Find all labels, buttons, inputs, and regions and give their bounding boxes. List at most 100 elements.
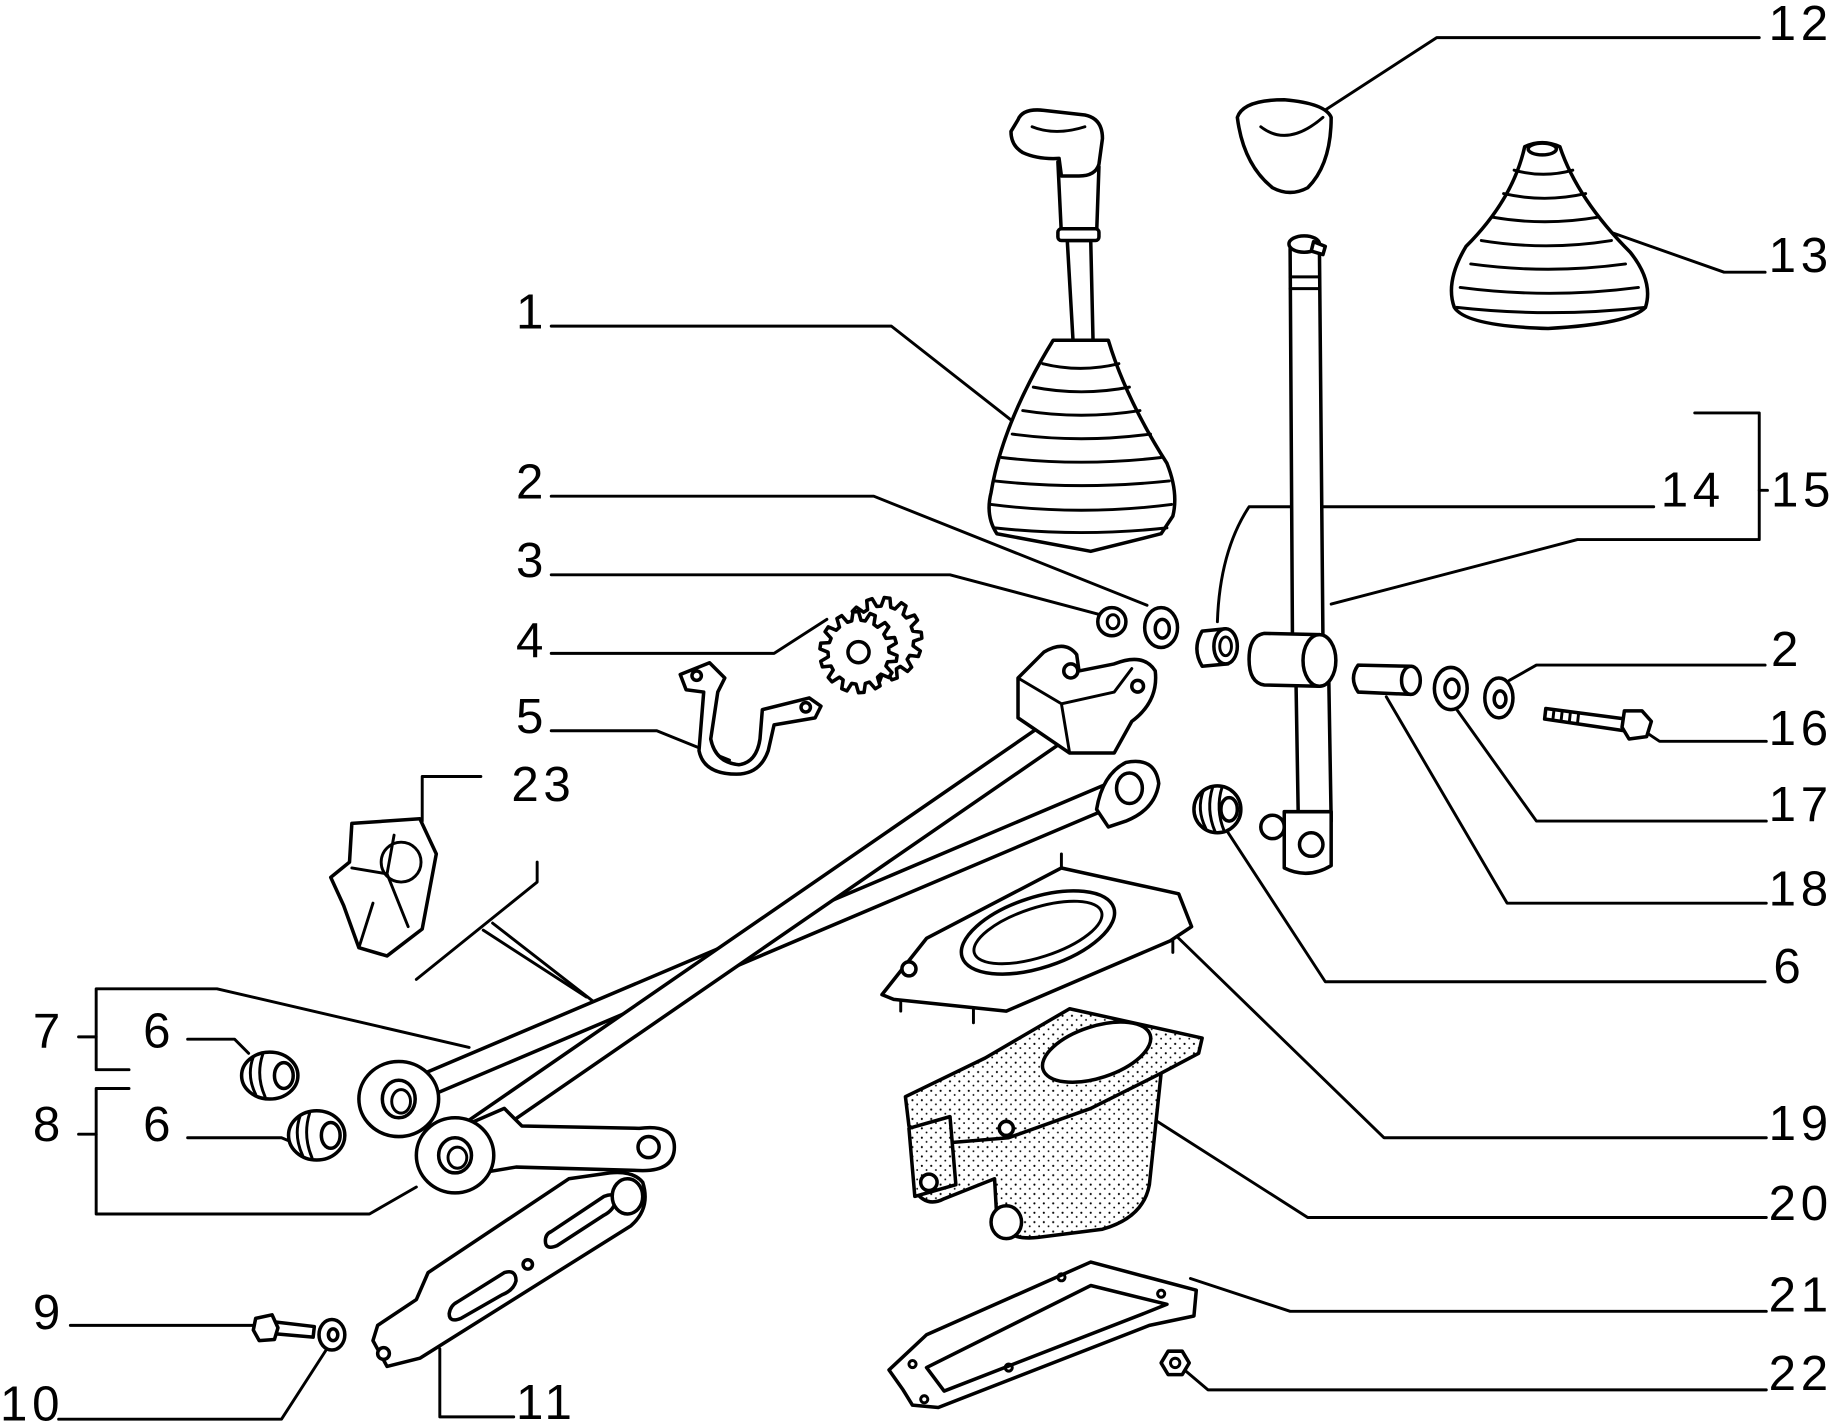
leader-18 bbox=[1384, 695, 1768, 905]
leader-17 bbox=[1452, 704, 1768, 823]
lever-housing-20-nozzle bbox=[989, 1204, 1024, 1241]
bolt-9-shank bbox=[271, 1320, 317, 1339]
callout-6-right: 6 bbox=[1773, 939, 1805, 994]
rod-bracket-hole-b bbox=[1130, 678, 1146, 694]
callout-19: 19 bbox=[1769, 1096, 1833, 1151]
leader-14 bbox=[1215, 505, 1656, 624]
callout-16: 16 bbox=[1769, 701, 1833, 756]
rod-eye-upper-hole bbox=[1114, 771, 1145, 806]
gear-knob-body bbox=[1235, 98, 1333, 195]
washer-17-hole bbox=[1443, 677, 1461, 700]
leader-19 bbox=[1174, 934, 1768, 1140]
callout-1: 1 bbox=[516, 284, 548, 339]
gasket-plate-19-opening bbox=[959, 889, 1117, 976]
callout-18: 18 bbox=[1769, 862, 1833, 917]
gasket-plate-19 bbox=[880, 852, 1194, 1025]
leader-rods-c bbox=[491, 921, 600, 1007]
bushing-14-end bbox=[1212, 626, 1240, 666]
bolt-16 bbox=[1542, 706, 1654, 741]
callout-10: 10 bbox=[0, 1376, 64, 1424]
spring-bush-6-lower-left bbox=[286, 1109, 347, 1162]
gear-knob-edge bbox=[1259, 115, 1325, 137]
gear-knob bbox=[1235, 98, 1333, 195]
lever-knob-edge bbox=[1030, 125, 1087, 133]
callout-22: 22 bbox=[1769, 1346, 1833, 1401]
sleeve-18 bbox=[1351, 663, 1423, 697]
shift-shaft-rod bbox=[1288, 246, 1325, 642]
leader-lines bbox=[57, 36, 1769, 1421]
shift-shaft-neck bbox=[1288, 275, 1321, 291]
leader-6-upper-left bbox=[186, 1037, 251, 1055]
leader-rods-b bbox=[481, 928, 588, 999]
lever-boot-ribs bbox=[989, 362, 1174, 535]
callout-9: 9 bbox=[33, 1285, 65, 1340]
shift-boot-body bbox=[1449, 140, 1650, 331]
rod-bracket bbox=[1016, 644, 1158, 755]
bushing-3 bbox=[1096, 605, 1128, 638]
callout-6-upper-left: 6 bbox=[143, 1003, 175, 1058]
spring-bush-6-upper-left bbox=[239, 1050, 300, 1101]
lever-housing-20-port bbox=[918, 1172, 939, 1193]
lever-arm bbox=[467, 1106, 677, 1175]
callout-21: 21 bbox=[1769, 1267, 1833, 1322]
leader-3 bbox=[549, 573, 1102, 617]
bracket-5-hole-right bbox=[799, 700, 813, 714]
spring-bush-6-lower-left-ribs bbox=[295, 1111, 314, 1160]
leader-16 bbox=[1640, 728, 1768, 743]
gasket-21-opening bbox=[924, 1283, 1169, 1393]
washer-2-right bbox=[1483, 676, 1515, 720]
gear-bushing-4 bbox=[818, 595, 924, 695]
leader-2-left bbox=[549, 494, 1149, 607]
callout-8: 8 bbox=[33, 1097, 65, 1152]
leader-21 bbox=[1188, 1277, 1768, 1313]
clip-23-body bbox=[328, 816, 439, 958]
washer-10-hole bbox=[326, 1327, 340, 1343]
leader-7 bbox=[94, 987, 471, 1072]
plate-11 bbox=[371, 1170, 647, 1369]
leader-10 bbox=[57, 1345, 330, 1421]
bushing-14 bbox=[1195, 626, 1240, 669]
washer-2-left bbox=[1142, 605, 1180, 650]
bracket-5-body bbox=[678, 660, 823, 776]
rod-eye-7-bore bbox=[390, 1088, 412, 1115]
lever-housing-20 bbox=[903, 1006, 1204, 1241]
rod-bracket-edges bbox=[1016, 667, 1134, 755]
shift-shaft-cross-tube-end bbox=[1301, 632, 1338, 688]
leader-12 bbox=[1321, 36, 1761, 113]
nut-22-hole bbox=[1169, 1356, 1182, 1370]
bushing-3-body bbox=[1096, 605, 1128, 638]
clip-23-edges bbox=[350, 833, 410, 950]
bolt-9-head bbox=[251, 1313, 280, 1343]
bolt-16-head bbox=[1620, 709, 1654, 741]
bushing-14-bore bbox=[1218, 635, 1233, 658]
lever-shaft bbox=[1065, 238, 1095, 345]
washer-17 bbox=[1432, 665, 1469, 712]
leader-8 bbox=[94, 1087, 418, 1216]
sleeve-18-end bbox=[1399, 664, 1423, 697]
shift-shaft-cross-tube bbox=[1247, 631, 1322, 688]
shift-shaft-side-pin bbox=[1259, 813, 1287, 841]
callout-12: 12 bbox=[1769, 0, 1833, 51]
spring-bush-6-right bbox=[1192, 784, 1243, 835]
plate-11-hole-mid bbox=[521, 1257, 535, 1271]
callout-3: 3 bbox=[516, 533, 548, 588]
shift-boot bbox=[1449, 140, 1650, 331]
spring-bush-6-upper-left-bore bbox=[272, 1060, 295, 1091]
lever-housing-20-bowl bbox=[1040, 1020, 1153, 1084]
sleeve-18-body bbox=[1351, 663, 1413, 697]
leader-rods-a bbox=[414, 860, 539, 981]
leader-6-right bbox=[1220, 821, 1767, 984]
bolt-9 bbox=[251, 1313, 317, 1343]
callout-15: 15 bbox=[1771, 463, 1835, 518]
clip-23 bbox=[328, 816, 439, 958]
shift-shaft-lower bbox=[1294, 678, 1333, 823]
shift-boot-opening bbox=[1526, 141, 1559, 157]
rod-bracket-hole-a bbox=[1061, 662, 1080, 680]
gear-lever-with-boot bbox=[987, 108, 1177, 554]
nut-22-body bbox=[1159, 1349, 1192, 1377]
callout-20: 20 bbox=[1769, 1176, 1833, 1231]
callout-13: 13 bbox=[1769, 228, 1833, 283]
gasket-plate-19-hole bbox=[900, 960, 918, 978]
